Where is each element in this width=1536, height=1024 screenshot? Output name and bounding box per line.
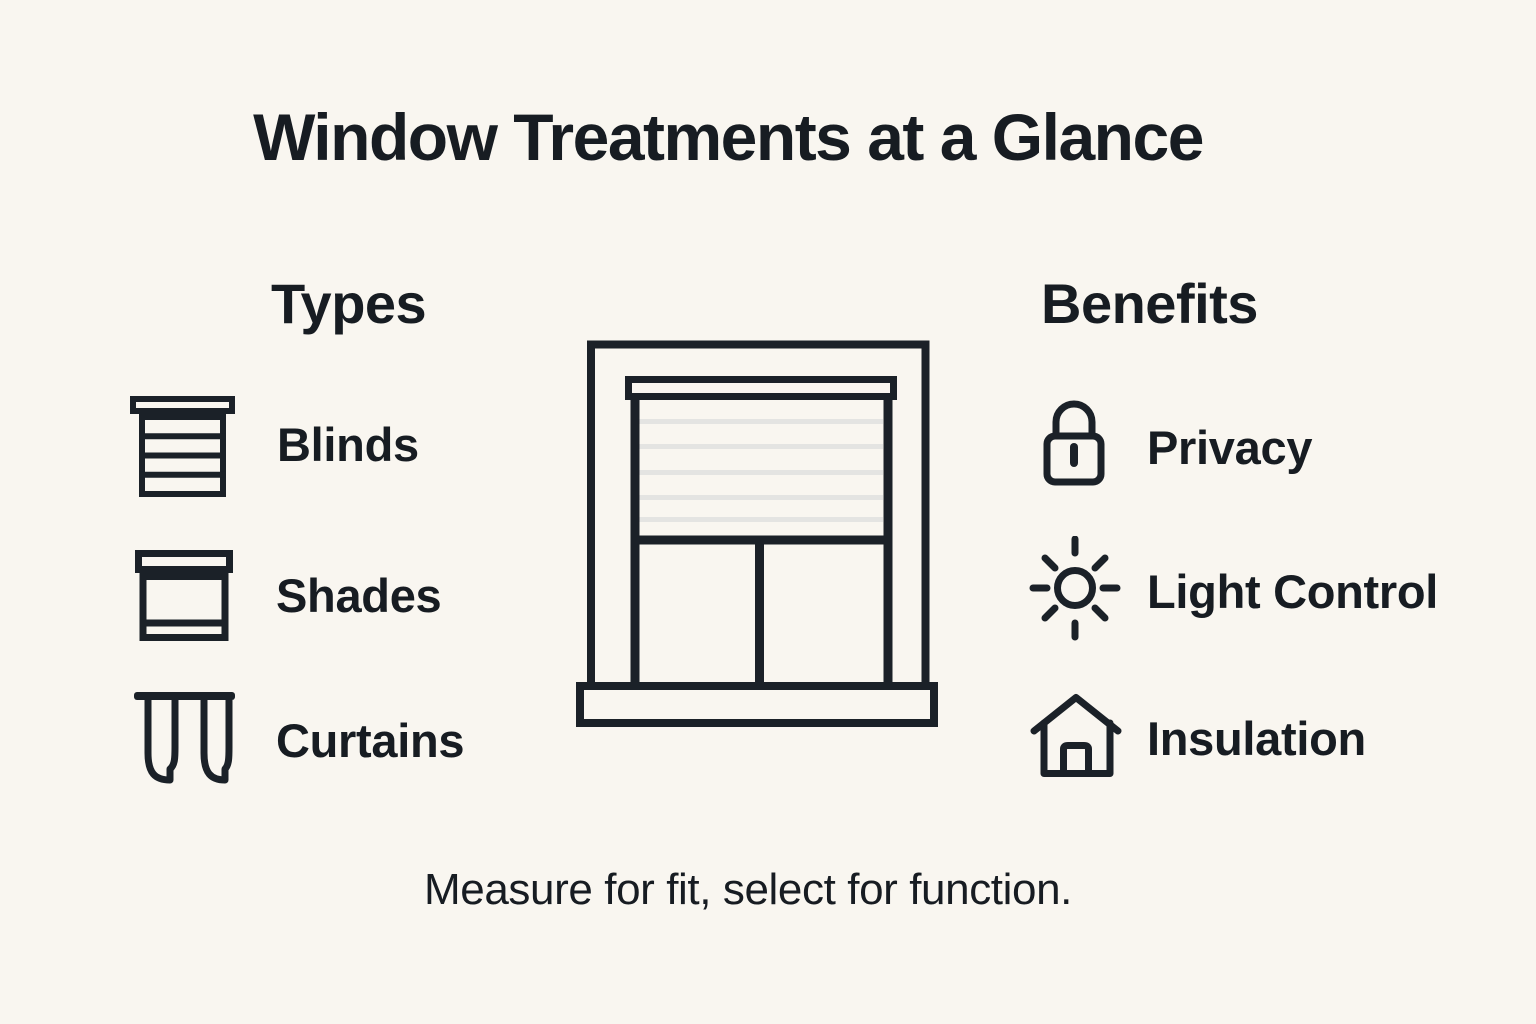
lock-icon (1040, 395, 1108, 489)
benefit-label-light-control: Light Control (1147, 565, 1439, 618)
page-title: Window Treatments at a Glance (253, 100, 1204, 174)
types-heading: Types (271, 272, 427, 335)
benefit-label-privacy: Privacy (1147, 421, 1313, 474)
house-icon (1030, 690, 1122, 780)
shades-icon (134, 549, 234, 642)
type-label-shades: Shades (276, 569, 442, 622)
window-illustration (570, 331, 950, 731)
sun-icon (1027, 536, 1123, 642)
type-label-blinds: Blinds (277, 418, 419, 471)
benefits-heading: Benefits (1041, 272, 1258, 335)
benefit-label-insulation: Insulation (1147, 712, 1366, 765)
shade-stripes (636, 419, 883, 522)
type-label-curtains: Curtains (276, 714, 465, 767)
caption: Measure for fit, select for function. (424, 865, 1072, 914)
curtains-icon (134, 690, 236, 790)
blinds-icon (130, 396, 235, 500)
